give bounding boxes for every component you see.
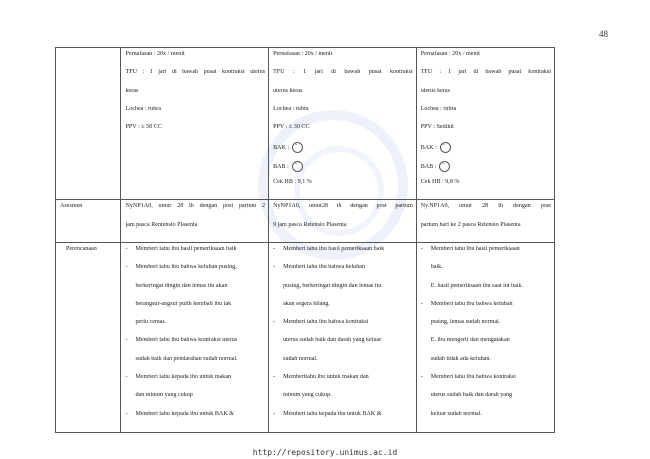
bullet: -: [273, 319, 276, 326]
perencanaan-col1: -Memberi tahu ibu hasil pemeriksaan baik…: [120, 241, 270, 433]
plan-item: sudah normal.: [283, 355, 318, 362]
plan-item: Memberi tahu ibu bahwa keluhan: [283, 264, 365, 271]
obs-line: uterus keras: [273, 87, 303, 94]
perencanaan-row: Perencanaan -Memberi tahu ibu hasil peme…: [54, 241, 556, 433]
plan-item: pusing, berkeringat dingin dan lemas itu: [283, 282, 382, 289]
obs-line: Cek HB : 9,8 %: [420, 179, 460, 186]
plan-item: Memberi tahu kepada ibu untuk BAK &: [283, 410, 382, 417]
plan-item: dan minum yang cukup: [135, 392, 193, 399]
asesmen-label: Asesmen: [54, 199, 122, 243]
asesmen-line: NyNP1A0, umur28 th dengan post partum: [273, 203, 413, 210]
obs-line: PPV : ± 50 CC: [125, 124, 162, 131]
bullet: -: [125, 337, 128, 344]
plan-item: Memberi tahu ibu hasil pemeriksaan baik: [283, 245, 385, 252]
asesmen-col1: NyNP1A0, umur 28 th dengan post partum 2…: [120, 199, 270, 243]
empty-label-cell: [54, 46, 122, 201]
plan-item: Memberi tahu kepada ibu untuk makan: [135, 374, 232, 381]
plan-item: Memberi tahu ibu bahwa keluhan pusing,: [135, 264, 237, 271]
minus-circle-icon: [292, 142, 304, 154]
bullet: -: [420, 374, 423, 381]
minus-circle-icon: [291, 160, 303, 172]
bullet: -: [420, 300, 423, 307]
plan-item: minum yang cukup.: [283, 392, 332, 399]
bullet: -: [273, 374, 276, 381]
observation-row: Pernafasan : 20x / menit TFU : 1 jari di…: [54, 46, 556, 201]
obs-line: TFU : 1 jari di bawah pusat kontraksi ut…: [125, 69, 266, 76]
obs-line: Pernafasan : 20x / menit: [420, 51, 480, 57]
obs-line: Lochea : rubra: [125, 105, 162, 112]
minus-circle-icon: [439, 142, 451, 154]
perencanaan-label: Perencanaan: [54, 241, 122, 433]
bab-label: BAB :: [273, 163, 289, 170]
asesmen-line: Ny.NP1A0, umur 28 th dengan post: [420, 203, 551, 210]
midwifery-care-table: Pernafasan : 20x / menit TFU : 1 jari di…: [54, 46, 556, 433]
plan-item: sudah baik dan pendarahan sudah normal.: [135, 355, 238, 362]
asesmen-line: jam pasca Rentensio Plasenta: [125, 221, 198, 228]
plan-item: Memberi tahu ibu bahwa kontraksi: [283, 319, 369, 326]
obs-line: Pernafasan : 20x / menit: [273, 51, 333, 57]
obs-line: keras: [125, 87, 139, 94]
plan-item: E. hasil pemeriksaan ibu saat ini baik.: [430, 282, 524, 289]
obs-line: uterus keras: [420, 87, 450, 94]
plan-item: Memberi tahu ibu hasil pemeriksaan baik: [135, 245, 237, 252]
plan-item: Memberi tahu ibu hasil pemeriksaan: [430, 245, 520, 252]
obs-line: PPV : Sedikit: [420, 124, 454, 131]
plan-item: keluar sudah normal.: [430, 410, 482, 417]
minus-circle-icon: [439, 160, 451, 172]
asesmen-line: 9 jam pasca Retensio Plasenta: [273, 221, 347, 228]
obs-line: Lochea : rubra: [273, 105, 309, 112]
bak-label: BAK :: [420, 145, 437, 152]
bullet: -: [125, 374, 128, 381]
bullet: -: [273, 410, 276, 417]
plan-item: berangsur-angsur pulih kembali ibu tak: [135, 300, 232, 307]
plan-item: Memberi tahu ibu bahwa kontraksi: [430, 374, 516, 381]
bak-label: BAK :: [273, 145, 290, 152]
plan-item: Memberi tahu ibu bahwa keluhan: [430, 300, 513, 307]
obs-line: Pernafasan : 20x / menit: [125, 51, 185, 57]
obs-line: TFU : 1 jari di bawah pusat kontraksi: [420, 69, 551, 76]
plan-item: E. ibu mengerti dan mengatakan: [430, 337, 510, 344]
bullet: -: [273, 264, 276, 271]
asesmen-line: partum hari ke 2 pasca Retensio Plasenta: [420, 221, 521, 228]
plan-item: pusing, lemas sudah normal.: [430, 319, 501, 326]
obs-line: PPV : ± 30 CC: [273, 124, 310, 131]
plan-item: uterus sudah baik dan darah yang: [430, 392, 513, 399]
bullet: -: [125, 264, 128, 271]
obs-line: Lochea : rubra: [420, 105, 457, 112]
obs-col2: Pernafasan : 20x / menit TFU : 1 jari di…: [268, 46, 417, 201]
bullet: -: [273, 245, 276, 252]
plan-item: perlu cemas.: [135, 319, 167, 326]
plan-item: baik.: [430, 264, 443, 271]
asesmen-col2: NyNP1A0, umur28 th dengan post partum 9 …: [268, 199, 417, 243]
plan-item: Memberitahu ibu untuk makan dan: [283, 374, 369, 381]
plan-item: Memberi tahu kepada ibu untuk BAK &: [135, 410, 234, 417]
plan-item: berkeringat dingin dan lemas itu akan: [135, 282, 228, 289]
perencanaan-col2: -Memberi tahu ibu hasil pemeriksaan baik…: [268, 241, 417, 433]
plan-item: akan segera hilang.: [283, 300, 330, 307]
asesmen-row: Asesmen NyNP1A0, umur 28 th dengan post …: [54, 199, 556, 243]
plan-item: sudah tidak ada keluhan.: [430, 355, 491, 362]
obs-col3: Pernafasan : 20x / menit TFU : 1 jari di…: [415, 46, 556, 201]
bab-label: BAB :: [420, 163, 437, 170]
obs-col1: Pernafasan : 20x / menit TFU : 1 jari di…: [120, 46, 270, 201]
bullet: -: [125, 410, 128, 417]
plan-item: Memberi tahu ibu bahwa kontraksi uterus: [135, 337, 238, 344]
page-number: 48: [599, 29, 608, 39]
plan-item: uterus sudah baik dan darah yang keluar: [283, 337, 382, 344]
asesmen-col3: Ny.NP1A0, umur 28 th dengan post partum …: [415, 199, 556, 243]
obs-line: TFU : 1 jari di bawah pusat kontraksi: [273, 69, 413, 76]
obs-line: Cek HB : 9,1 %: [273, 179, 312, 186]
bullet: -: [125, 245, 128, 252]
perencanaan-col3: -Memberi tahu ibu hasil pemeriksaan baik…: [415, 241, 556, 433]
asesmen-line: NyNP1A0, umur 28 th dengan post partum 2: [125, 203, 266, 210]
footer-url[interactable]: http://repository.unimus.ac.id: [252, 448, 398, 457]
bullet: -: [420, 245, 423, 252]
